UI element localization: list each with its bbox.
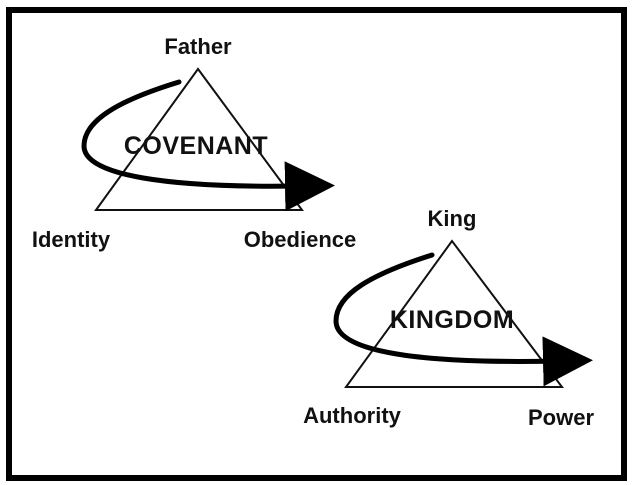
kingdom-triangle bbox=[344, 239, 565, 388]
diagram-frame bbox=[6, 7, 627, 481]
kingdom-arrow bbox=[333, 252, 593, 387]
kingdom-left-label: Authority bbox=[303, 403, 402, 428]
covenant-center-label: COVENANT bbox=[124, 132, 268, 160]
kingdom-right-label: Power bbox=[528, 405, 594, 430]
kingdom-center-label: KINGDOM bbox=[390, 306, 514, 334]
covenant-right-label: Obedience bbox=[244, 227, 356, 252]
covenant-group: Father Identity Obedience COVENANT bbox=[32, 34, 356, 252]
kingdom-top-label: King bbox=[428, 206, 477, 231]
covenant-triangle bbox=[94, 67, 304, 211]
covenant-arrow bbox=[81, 79, 335, 212]
covenant-top-label: Father bbox=[164, 34, 232, 59]
kingdom-group: King Authority Power KINGDOM bbox=[303, 206, 594, 430]
covenant-left-label: Identity bbox=[32, 227, 111, 252]
